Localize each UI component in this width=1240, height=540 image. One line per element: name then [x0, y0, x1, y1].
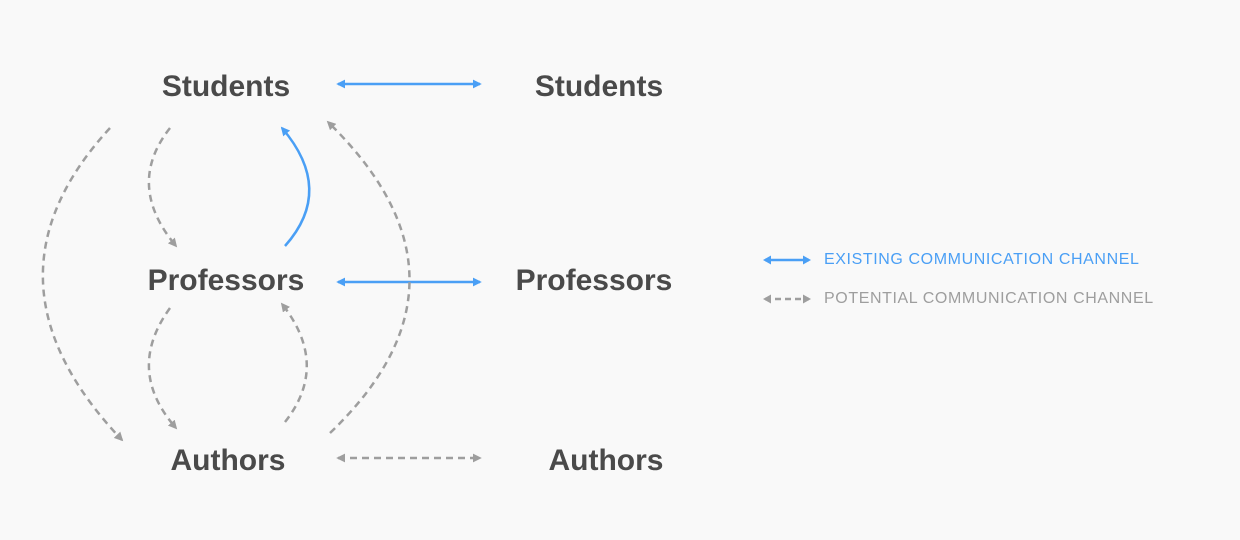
authors-to-students-arrow — [326, 120, 411, 434]
legend-potential-label: POTENTIAL COMMUNICATION CHANNEL — [824, 290, 1154, 307]
node-left-authors: Authors — [170, 444, 286, 477]
authors-to-professors-arrow — [280, 302, 308, 423]
existing-channel-icon — [763, 255, 811, 265]
students-to-authors-arrow — [41, 127, 124, 442]
legend-potential: POTENTIAL COMMUNICATION CHANNEL — [762, 285, 1154, 313]
legend: EXISTING COMMUNICATION CHANNEL POTENTIAL… — [762, 246, 1154, 324]
legend-existing: EXISTING COMMUNICATION CHANNEL — [762, 246, 1154, 274]
node-right-students: Students — [534, 70, 664, 103]
professors-to-students-arrow — [280, 126, 311, 247]
potential-channel-icon — [763, 294, 811, 304]
node-left-professors: Professors — [147, 264, 305, 297]
legend-existing-label: EXISTING COMMUNICATION CHANNEL — [824, 251, 1140, 268]
node-right-authors: Authors — [548, 444, 664, 477]
professors-to-authors-arrow — [147, 307, 178, 430]
node-right-professors: Professors — [515, 264, 673, 297]
node-left-students: Students — [161, 70, 291, 103]
students-to-professors-arrow — [147, 127, 178, 248]
